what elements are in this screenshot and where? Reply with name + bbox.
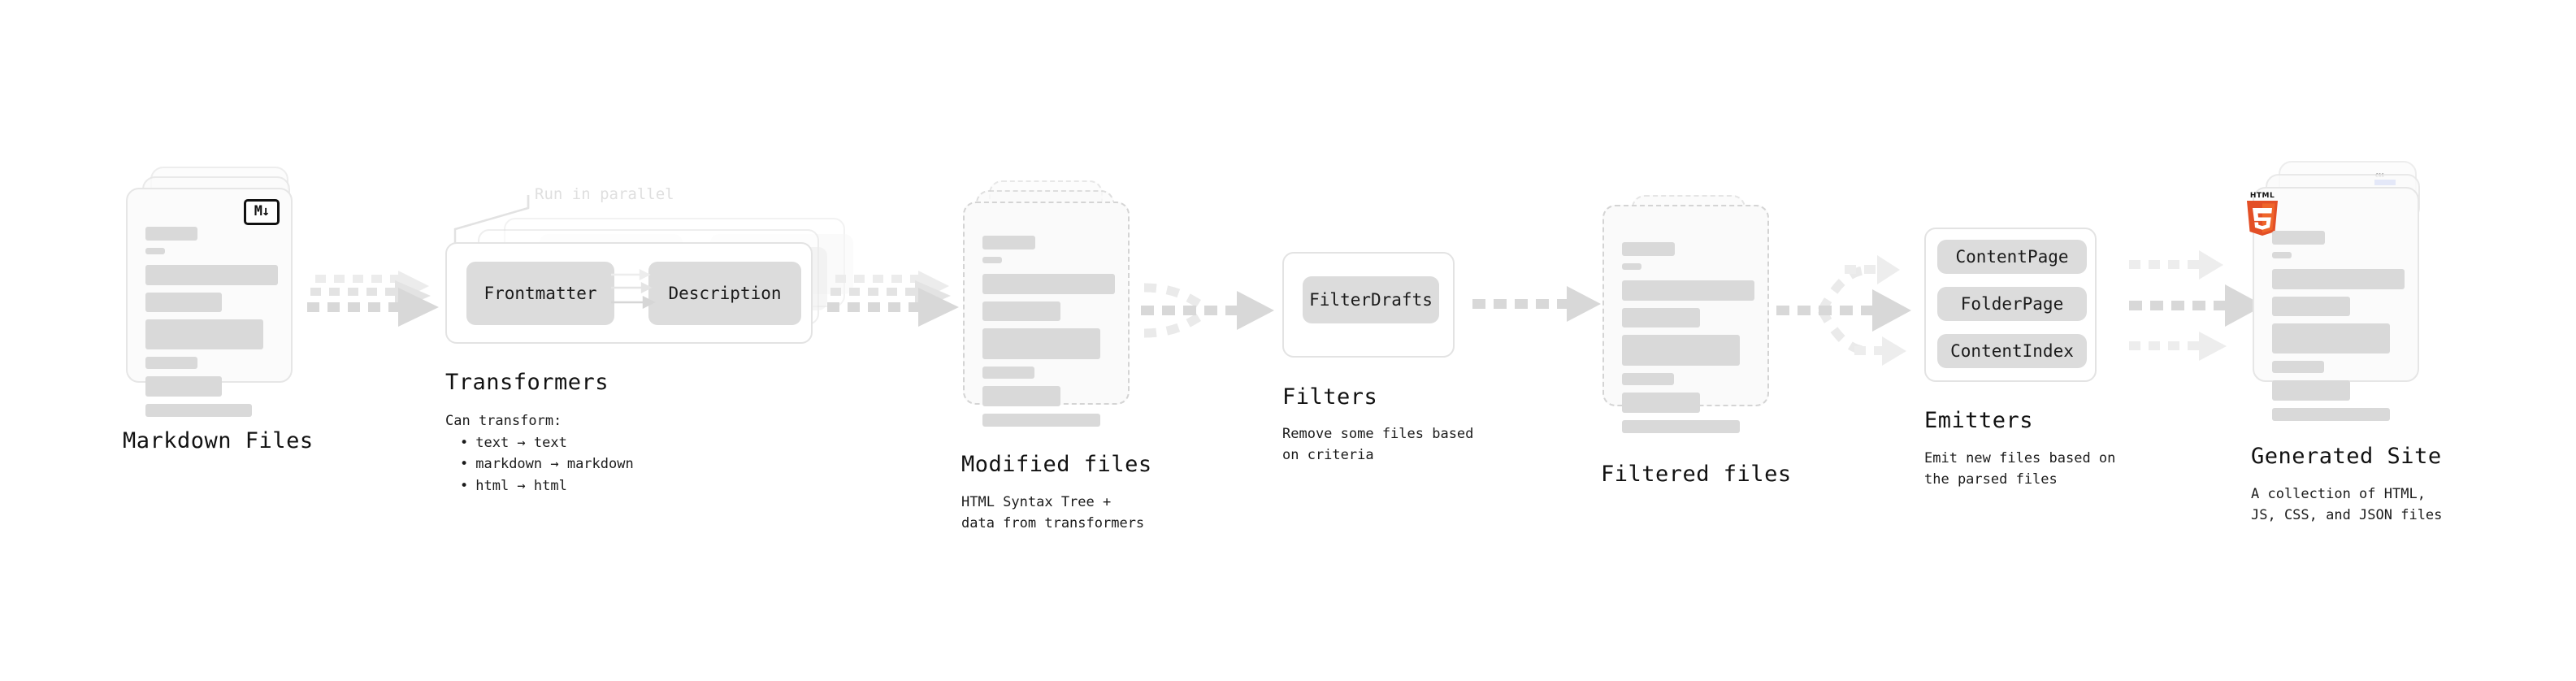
arrow-emitters-to-site	[2129, 236, 2280, 374]
content-bar	[2272, 269, 2405, 289]
content-bar	[2272, 380, 2350, 401]
content-bar	[2272, 297, 2350, 316]
transformers-bullet: markdown → markdown	[460, 453, 633, 475]
chip-frontmatter[interactable]: Frontmatter	[466, 262, 614, 325]
content-bar	[2272, 231, 2325, 245]
transformer-box-front: Frontmatter Description	[445, 242, 813, 344]
filtered-content-lines	[1622, 242, 1754, 440]
content-bar	[982, 236, 1035, 249]
content-bar	[2272, 408, 2390, 421]
content-bar	[145, 293, 222, 312]
chip-contentpage-label: ContentPage	[1955, 247, 2069, 267]
content-bar	[145, 248, 165, 254]
stage-title-generated-site: Generated Site	[2251, 444, 2442, 469]
content-bar	[1622, 280, 1754, 301]
markdown-badge-label: M↓	[254, 202, 271, 219]
transformers-bullet: html → html	[460, 475, 634, 497]
stage-title-markdown-files: Markdown Files	[123, 428, 314, 453]
run-in-parallel-bracket	[453, 195, 530, 249]
content-bar	[1622, 308, 1700, 327]
chip-folderpage-label: FolderPage	[1960, 294, 2064, 314]
content-bar	[982, 367, 1034, 379]
content-bar	[145, 227, 197, 241]
content-bar	[1622, 263, 1641, 270]
stage-markdown-files: M↓ Markdown Files	[123, 167, 313, 453]
content-bar	[982, 274, 1115, 294]
transformer-inner-arrows	[611, 269, 656, 309]
generated-card-stack: CSS HTML	[2247, 161, 2439, 421]
html5-badge-label: HTML	[2249, 192, 2275, 200]
emitters-subtitle: Emit new files based on the parsed files	[1924, 450, 2116, 488]
generated-card-front-html: HTML	[2247, 187, 2419, 421]
filters-subtitle: Remove some files based on criteria	[1282, 426, 1474, 463]
arrow-modified-to-filters	[1134, 268, 1281, 349]
generated-content-lines	[2272, 231, 2405, 428]
arrow-transformers-to-modified	[827, 270, 974, 345]
markdown-card-front: M↓	[126, 188, 293, 417]
content-bar	[982, 386, 1060, 406]
html5-badge: HTML	[2244, 192, 2280, 236]
chip-description[interactable]: Description	[648, 262, 801, 325]
content-bar	[1622, 335, 1740, 366]
modified-files-subtitle: HTML Syntax Tree + data from transformer…	[961, 494, 1145, 531]
chip-frontmatter-label: Frontmatter	[484, 284, 597, 303]
arrow-filtered-to-emitters	[1776, 241, 1928, 379]
modified-card-front	[963, 202, 1130, 427]
content-bar	[982, 301, 1060, 321]
content-bar	[1622, 242, 1675, 256]
content-bar	[2272, 252, 2292, 258]
modified-content-lines	[982, 236, 1115, 434]
markdown-badge: M↓	[244, 199, 280, 225]
content-bar	[145, 319, 263, 349]
stage-title-filtered-files: Filtered files	[1601, 462, 1792, 487]
chip-contentindex[interactable]: ContentIndex	[1937, 334, 2087, 368]
chip-filterdrafts-label: FilterDrafts	[1309, 290, 1433, 310]
chip-filterdrafts[interactable]: FilterDrafts	[1303, 276, 1439, 323]
transformers-subtitle-heading: Can transform:	[445, 413, 562, 429]
stage-title-transformers: Transformers	[445, 370, 609, 395]
content-bar	[982, 414, 1100, 427]
stage-title-modified-files: Modified files	[961, 452, 1152, 477]
stage-filtered-files: Filtered files	[1601, 195, 1791, 487]
stage-title-emitters: Emitters	[1924, 408, 2034, 433]
content-bar	[145, 376, 222, 397]
content-bar	[1622, 420, 1740, 433]
chip-folderpage[interactable]: FolderPage	[1937, 287, 2087, 321]
content-bar	[1622, 373, 1674, 385]
filtered-card-stack	[1602, 195, 1777, 433]
content-bar	[2272, 323, 2390, 354]
markdown-card-stack: M↓	[126, 167, 313, 417]
arrow-filters-to-filtered	[1472, 286, 1602, 332]
arrow-md-to-transformers	[307, 270, 453, 345]
content-bar	[145, 265, 278, 285]
content-bar	[145, 357, 197, 369]
chip-contentindex-label: ContentIndex	[1950, 341, 2074, 361]
filtered-card-front	[1602, 205, 1769, 433]
chip-contentpage[interactable]: ContentPage	[1937, 240, 2087, 274]
content-bar	[982, 328, 1100, 359]
filters-box: FilterDrafts	[1282, 252, 1455, 358]
markdown-content-lines	[145, 227, 278, 424]
modified-card-stack	[963, 180, 1138, 427]
transformers-bullet-list: text → text markdown → markdown html → h…	[445, 432, 634, 497]
generated-site-subtitle: A collection of HTML, JS, CSS, and JSON …	[2251, 486, 2443, 523]
stage-modified-files: Modified files HTML Syntax Tree + data f…	[961, 180, 1151, 531]
content-bar	[982, 257, 1002, 263]
content-bar	[1622, 393, 1700, 413]
run-in-parallel-label: Run in parallel	[535, 185, 674, 203]
stage-title-filters: Filters	[1282, 384, 1378, 410]
stage-generated-site: CSS HTML	[2247, 161, 2442, 523]
content-bar	[145, 404, 252, 417]
emitters-box: ContentPage FolderPage ContentIndex	[1924, 228, 2097, 382]
chip-description-label: Description	[668, 284, 782, 303]
content-bar	[2272, 361, 2324, 373]
transformers-bullet: text → text	[460, 432, 634, 453]
